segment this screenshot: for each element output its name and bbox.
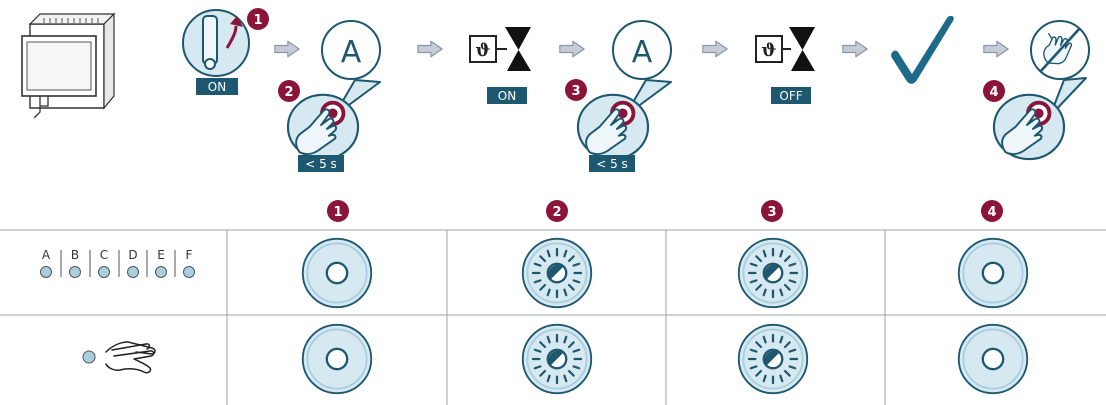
led-letter: E (157, 248, 165, 262)
svg-text:ϑ: ϑ (761, 40, 776, 61)
time-label-2: < 5 s (596, 157, 628, 171)
led-letter: D (128, 248, 137, 262)
led-status-static (957, 237, 1029, 309)
arrow-right-icon (842, 40, 868, 58)
led-status-blinking (521, 323, 593, 395)
arrow-right-icon (417, 40, 443, 58)
table-grid (0, 229, 1106, 405)
column-badge-4 (981, 200, 1003, 222)
step-badge-3 (565, 79, 587, 101)
led-status-blinking (737, 237, 809, 309)
led-status-blinking (521, 237, 593, 309)
step-badge-2 (278, 80, 300, 102)
led-letter: F (186, 248, 193, 262)
checkmark-icon (891, 15, 954, 84)
table-header: 1 2 3 4 (327, 200, 1003, 222)
step-badge-3-label: 3 (571, 84, 580, 99)
valve-icon: ϑ (469, 27, 531, 71)
callout-pointer (1049, 77, 1087, 117)
on-label: ON (208, 80, 226, 94)
column-badge-3 (761, 200, 783, 222)
step-badge-1 (247, 8, 269, 30)
arrow-right-icon (559, 40, 585, 58)
table-row (301, 237, 1029, 309)
led-letter: A (42, 248, 51, 262)
arrow-right-icon (983, 40, 1009, 58)
step-badge-4-label: 4 (989, 85, 998, 100)
led-letter: C (100, 248, 108, 262)
no-hand-icon (1030, 20, 1090, 80)
column-header-4: 4 (987, 205, 996, 220)
column-badge-2 (546, 200, 568, 222)
on-label-box (196, 78, 238, 95)
valve-icon: ϑ (755, 27, 815, 71)
column-header-1: 1 (333, 205, 342, 220)
press-button-icon (576, 92, 650, 162)
arrow-right-icon (274, 40, 300, 58)
valve-off-label: OFF (779, 89, 802, 103)
time-label-box-2 (589, 155, 635, 172)
step-badge-2-label: 2 (284, 85, 293, 100)
mode-a-indicator: A (321, 20, 381, 80)
mode-a-indicator: A (612, 20, 672, 80)
valve-off-box (771, 87, 811, 104)
led-status-static (301, 237, 373, 309)
breaker-switch-icon (182, 9, 250, 77)
mode-a-label: A (341, 35, 362, 70)
status-table: 1 2 3 4 A B C D E F (0, 200, 1106, 405)
column-header-3: 3 (767, 205, 776, 220)
led-status-static (301, 323, 373, 395)
led-hand-icon (82, 341, 156, 374)
valve-on-box (487, 87, 527, 104)
mode-a-label: A (632, 35, 653, 70)
press-button-icon (286, 92, 360, 162)
step-badge-4 (983, 80, 1005, 102)
column-header-2: 2 (552, 205, 561, 220)
led-group-icon: A B C D E F (40, 248, 195, 278)
led-letter: B (71, 248, 79, 262)
arrow-right-icon (702, 40, 728, 58)
step-badge-1-label: 1 (253, 13, 262, 28)
device-icon (21, 12, 116, 119)
svg-text:ϑ: ϑ (475, 40, 490, 61)
led-status-static (957, 323, 1029, 395)
column-badge-1 (327, 200, 349, 222)
led-status-blinking (737, 323, 809, 395)
valve-on-label: ON (498, 89, 516, 103)
table-row (301, 323, 1029, 395)
time-label-box-1 (298, 155, 344, 172)
time-label-1: < 5 s (305, 157, 337, 171)
press-button-icon (992, 92, 1066, 162)
